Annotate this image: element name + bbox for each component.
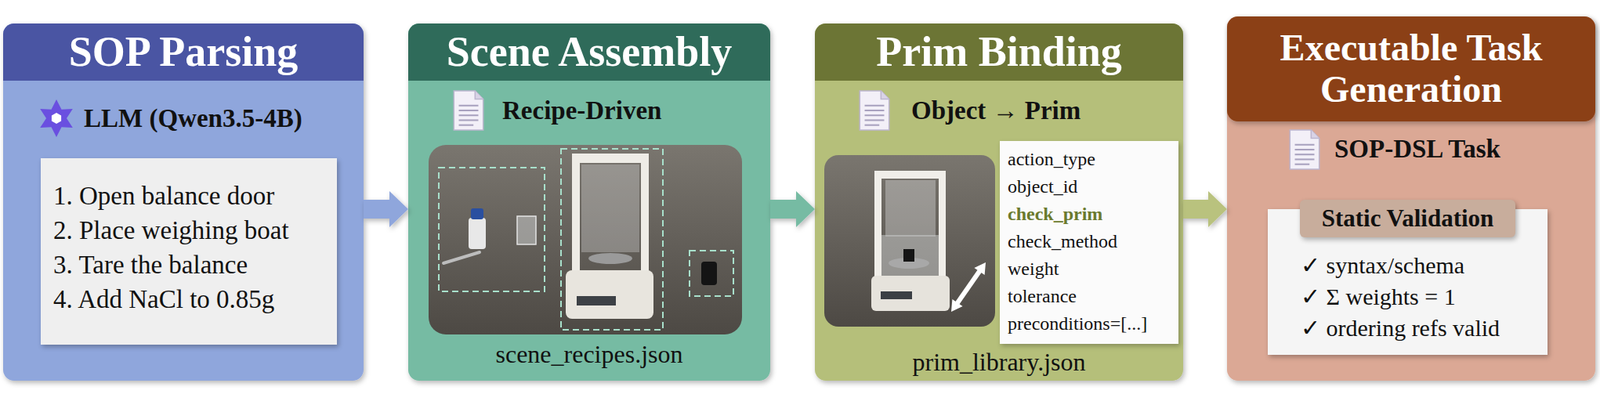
panel-subtitle: LLM (Qwen3.5-4B) <box>83 103 303 134</box>
field-name: check_prim <box>1007 200 1170 229</box>
stage-panel: 1. Open balance door2. Place weighing bo… <box>3 23 364 381</box>
panel-shape <box>408 23 771 381</box>
panel-body <box>814 23 1184 381</box>
document-icon <box>859 90 889 131</box>
panel-title: SOP Parsing <box>9 28 358 76</box>
document-icon <box>453 90 483 131</box>
panel-header <box>1227 16 1596 122</box>
text-slot: scene_recipes.json <box>408 340 771 370</box>
panel-subtitle: Recipe-Driven <box>502 95 662 126</box>
field-name: check_method <box>1007 228 1170 256</box>
sop-step: 4. Add NaCl to 0.85g <box>53 282 323 317</box>
panel-subtitle: SOP-DSL Task <box>1334 133 1501 164</box>
file-label: prim_library.json <box>912 347 1086 377</box>
prim-field-box: action_typeobject_idcheck_primcheck_meth… <box>999 141 1179 344</box>
sop-step: 3. Tare the balance <box>53 247 323 283</box>
panel-header <box>408 23 771 81</box>
panel-body <box>1227 16 1596 381</box>
qwen-logo <box>39 99 73 138</box>
text-slot: Recipe-Driven <box>502 95 662 126</box>
flow-arrow <box>1183 191 1228 228</box>
field-name: preconditions=[...] <box>1007 310 1170 338</box>
panel-subtitle: Object → Prim <box>911 95 1081 126</box>
stage-panel: Scene AssemblyRecipe-Driven scene_recipes… <box>408 23 771 381</box>
panel-header <box>814 23 1184 81</box>
stage-panel: action_typeobject_idcheck_primcheck_meth… <box>814 23 1184 381</box>
field-name: action_type <box>1007 145 1170 174</box>
document-icon <box>1289 130 1319 170</box>
file-label: scene_recipes.json <box>495 340 683 370</box>
validation-title: Static Validation <box>1299 199 1517 238</box>
text-slot: SOP-DSL Task <box>1334 133 1501 164</box>
validation-box: Static Validation✓ syntax/schema✓ Σ weig… <box>1267 209 1548 355</box>
field-name: weight <box>1007 255 1170 283</box>
check-item: ✓ Σ weights = 1 <box>1291 281 1524 313</box>
text-slot: SOP Parsing <box>3 23 364 81</box>
field-name: tolerance <box>1007 282 1170 311</box>
text-slot: Executable Task Generation <box>1227 16 1596 122</box>
panel-title: Scene Assembly <box>414 28 764 76</box>
text-slot: prim_library.json <box>814 347 1184 377</box>
balance-photo <box>824 155 996 327</box>
flow-arrow <box>770 191 815 228</box>
text-slot: LLM (Qwen3.5-4B) <box>83 103 303 134</box>
sop-steps-box: 1. Open balance door2. Place weighing bo… <box>40 158 337 345</box>
text-slot: Scene Assembly <box>408 23 771 81</box>
check-item: ✓ syntax/schema <box>1291 249 1524 282</box>
flow-arrow <box>363 191 409 228</box>
scene-photo <box>428 144 743 335</box>
sop-step: 2. Place weighing boat <box>53 213 323 248</box>
panel-shape <box>3 23 364 381</box>
panel-header <box>3 23 364 81</box>
check-item: ✓ ordering refs valid <box>1291 312 1524 344</box>
panel-body <box>3 23 364 381</box>
panel-shape <box>1227 16 1596 381</box>
text-slot: Prim Binding <box>814 23 1184 81</box>
panel-body <box>408 23 771 381</box>
panel-title: Executable Task Generation <box>1233 27 1590 111</box>
stage-panel: Static Validation ✓ syntax/schema✓ Σ weig… <box>1227 16 1596 381</box>
sop-step: 1. Open balance door <box>53 178 323 214</box>
panel-title: Prim Binding <box>821 28 1177 76</box>
field-name: object_id <box>1007 173 1170 201</box>
panel-shape <box>814 23 1184 381</box>
text-slot: Object → Prim <box>911 95 1081 126</box>
